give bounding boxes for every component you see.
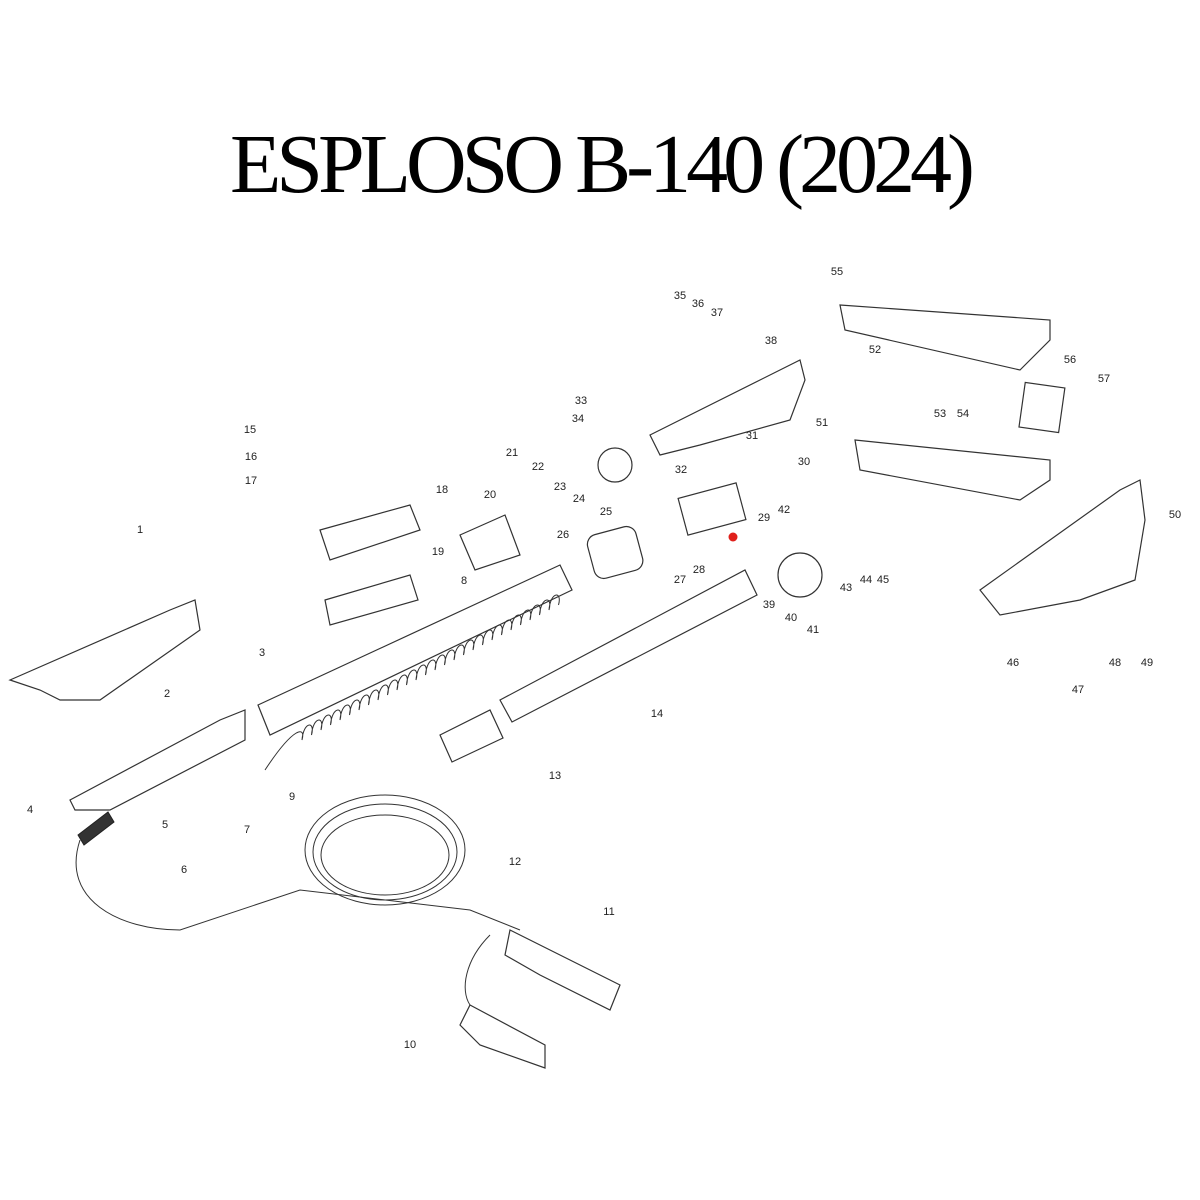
part-number-label: 37	[710, 307, 724, 319]
part-number-label: 8	[460, 575, 468, 587]
part-number-label: 48	[1108, 657, 1122, 669]
part-knob-20	[459, 514, 521, 571]
part-number-label: 12	[508, 856, 522, 868]
part-number-label: 15	[243, 424, 257, 436]
part-number-label: 35	[673, 290, 687, 302]
part-19	[324, 574, 419, 626]
part-number-label: 13	[548, 770, 562, 782]
part-housing-29	[677, 482, 747, 536]
part-number-label: 4	[26, 804, 34, 816]
part-number-label: 53	[933, 408, 947, 420]
part-number-label: 43	[839, 582, 853, 594]
part-56	[1018, 381, 1066, 434]
part-number-label: 51	[815, 417, 829, 429]
part-cable-sleeve	[77, 811, 115, 846]
part-number-label: 3	[258, 647, 266, 659]
red-marker-dot	[728, 532, 738, 542]
part-18	[319, 504, 421, 561]
part-number-label: 49	[1140, 657, 1154, 669]
part-number-label: 40	[784, 612, 798, 624]
part-number-label: 18	[435, 484, 449, 496]
part-number-label: 47	[1071, 684, 1085, 696]
part-number-label: 11	[603, 906, 615, 918]
part-number-label: 33	[574, 395, 588, 407]
part-tube-8	[257, 564, 573, 736]
part-clamp-10	[459, 1004, 546, 1069]
part-number-label: 2	[163, 688, 171, 700]
part-clamp-11	[504, 929, 621, 1011]
part-number-label: 16	[244, 451, 258, 463]
part-gear-24	[597, 447, 633, 483]
part-number-label: 57	[1097, 373, 1111, 385]
part-housing-46	[979, 479, 1146, 616]
part-number-label: 52	[868, 344, 882, 356]
part-number-label: 54	[956, 408, 970, 420]
part-tube-14	[499, 569, 758, 723]
part-number-label: 27	[673, 574, 687, 586]
part-number-label: 55	[830, 266, 844, 278]
part-number-label: 44	[859, 574, 873, 586]
part-number-label: 20	[483, 489, 497, 501]
part-number-label: 23	[553, 481, 567, 493]
part-number-label: 32	[674, 464, 688, 476]
part-spring-9	[264, 594, 560, 771]
part-number-label: 21	[505, 447, 519, 459]
part-comb-lower-55	[854, 439, 1051, 501]
part-handle-plate	[8, 599, 201, 701]
part-number-label: 31	[745, 430, 759, 442]
part-number-label: 14	[650, 708, 664, 720]
part-number-label: 24	[572, 493, 586, 505]
part-number-label: 22	[531, 461, 545, 473]
part-number-label: 45	[876, 574, 890, 586]
part-sleeve-13	[439, 709, 504, 763]
part-number-label: 42	[777, 504, 791, 516]
part-number-label: 29	[757, 512, 771, 524]
part-coil-cable-12	[75, 794, 521, 931]
part-number-label: 5	[161, 819, 169, 831]
part-number-label: 19	[431, 546, 445, 558]
part-number-label: 50	[1168, 509, 1182, 521]
part-motor-26	[586, 525, 644, 580]
part-number-label: 34	[571, 413, 585, 425]
part-number-label: 6	[180, 864, 188, 876]
part-number-label: 56	[1063, 354, 1077, 366]
part-number-label: 17	[244, 475, 258, 487]
part-number-label: 7	[243, 824, 251, 836]
part-disk-41	[777, 552, 823, 598]
part-number-label: 36	[691, 298, 705, 310]
part-body-38	[649, 359, 806, 456]
part-number-label: 30	[797, 456, 811, 468]
part-grip	[69, 709, 246, 811]
part-number-label: 25	[599, 506, 613, 518]
part-number-label: 46	[1006, 657, 1020, 669]
part-number-label: 39	[762, 599, 776, 611]
diagram-title: ESPLOSO B-140 (2024)	[229, 118, 975, 211]
part-number-label: 26	[556, 529, 570, 541]
part-number-label: 10	[403, 1039, 417, 1051]
part-number-label: 9	[288, 791, 296, 803]
part-number-label: 38	[764, 335, 778, 347]
part-number-label: 1	[136, 524, 144, 536]
part-comb-upper-55	[839, 304, 1051, 371]
part-number-label: 41	[806, 624, 820, 636]
part-number-label: 28	[692, 564, 706, 576]
